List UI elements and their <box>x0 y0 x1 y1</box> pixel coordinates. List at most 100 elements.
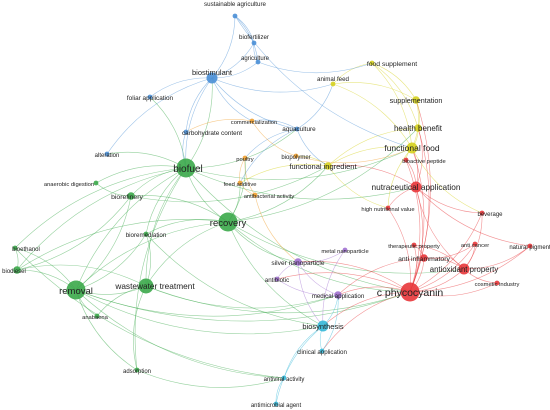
edge-health-benefit-functional-ingredient <box>327 127 419 167</box>
node-label-commercialization: commercialization <box>231 120 277 126</box>
node-wastewater-treatment[interactable] <box>138 278 154 294</box>
edge-supplementation-food-supplement <box>371 62 417 101</box>
node-natural-pigment[interactable] <box>527 243 533 249</box>
node-antioxidant-property[interactable] <box>458 263 470 275</box>
node-label-medical-application: medical application <box>312 293 365 300</box>
node-agriculture[interactable] <box>255 59 261 65</box>
node-bioremediation[interactable] <box>143 231 149 237</box>
edge-antioxidant-property-beverage <box>463 212 483 270</box>
node-label-anabaena: anabaena <box>82 315 109 321</box>
node-removal[interactable] <box>66 280 86 300</box>
node-label-anaerobic-digestion: anaerobic digestion <box>44 182 94 188</box>
node-sustainable-agriculture[interactable] <box>232 13 238 19</box>
node-label-antibiotic: antibiotic <box>265 277 289 284</box>
node-label-silver-nanoparticle: silver nanoparticle <box>271 260 324 267</box>
node-foliar-application[interactable] <box>147 94 153 100</box>
node-biosynthesis[interactable] <box>317 320 329 332</box>
node-carbohydrate-content[interactable] <box>183 129 189 135</box>
edge-wastewater-treatment-adsorption <box>133 285 147 371</box>
edge-adsorption-antiviral-activity <box>136 369 285 388</box>
edge-biofuel-foliar-application <box>149 96 187 169</box>
node-label-feed-additive: feed additive <box>224 182 257 188</box>
edge-recovery-antioxidant-property <box>227 221 465 274</box>
node-anaerobic-digestion[interactable] <box>93 180 99 186</box>
edge-c-phycocyanin-bioactive-peptide <box>405 159 421 293</box>
edge-recovery-biorefinery <box>130 195 229 223</box>
edge-recovery-wastewater-treatment <box>145 221 229 287</box>
edge-biofuel-adsorption <box>134 167 187 371</box>
node-anti-inflammatory[interactable] <box>420 254 428 262</box>
edge-aquaculture-poultry <box>244 128 298 159</box>
edge-functional-food-beverage <box>411 147 483 214</box>
node-health-benefit[interactable] <box>414 124 422 132</box>
edge-biodiesel-biorefinery <box>16 195 132 271</box>
edge-aquaculture-functional-ingredient <box>296 128 329 167</box>
edge-anti-inflammatory-medical-application <box>337 257 425 296</box>
node-label-biofertilizer: biofertilizer <box>239 34 269 41</box>
edge-biofuel-biodiesel <box>16 167 187 271</box>
node-animal-feed[interactable] <box>330 81 336 87</box>
node-clinical-application[interactable] <box>319 348 325 354</box>
node-label-removal: removal <box>59 286 93 297</box>
node-high-nutritional-value[interactable] <box>385 205 391 211</box>
node-label-biodiesel: biodiesel <box>2 269 26 275</box>
node-bioactive-peptide[interactable] <box>403 157 409 163</box>
node-metal-nanoparticle[interactable] <box>342 247 348 253</box>
node-antibiotic[interactable] <box>274 276 280 282</box>
node-medical-application[interactable] <box>334 291 342 299</box>
node-recovery[interactable] <box>218 212 238 232</box>
node-nutraceutical-application[interactable] <box>410 181 422 193</box>
edge-biofuel-nutraceutical-application <box>185 167 417 200</box>
node-antimicrobial-agent[interactable] <box>273 401 279 407</box>
node-label-clinical-application: clinical application <box>297 349 347 356</box>
node-label-aquaculture: aquaculture <box>282 126 316 133</box>
node-label-antibacterial-activity: antibacterial activity <box>244 194 295 200</box>
node-biostimulant[interactable] <box>206 72 218 84</box>
node-antibacterial-activity[interactable] <box>252 192 258 198</box>
node-poultry[interactable] <box>242 155 248 161</box>
node-functional-food[interactable] <box>406 142 418 154</box>
node-label-beverage: beverage <box>477 212 503 218</box>
node-aquaculture[interactable] <box>294 126 300 132</box>
edge-recovery-biosynthesis <box>227 221 324 327</box>
edge-c-phycocyanin-nutraceutical-application <box>409 186 423 293</box>
edge-removal-biorefinery <box>75 195 132 291</box>
edge-functional-food-food-supplement <box>371 62 413 149</box>
edge-nutraceutical-application-natural-pigment <box>415 186 531 247</box>
node-biofuel[interactable] <box>176 158 196 178</box>
node-anti-cancer[interactable] <box>472 241 478 247</box>
node-biofertilizer[interactable] <box>251 40 257 46</box>
node-alteration[interactable] <box>104 151 110 157</box>
node-c-phycocyanin[interactable] <box>400 282 420 302</box>
node-supplementation[interactable] <box>412 96 420 104</box>
edge-biosynthesis-antimicrobial-agent <box>275 325 324 405</box>
node-label-agriculture: agriculture <box>241 56 270 62</box>
edge-recovery-biodiesel <box>16 219 229 271</box>
edge-c-phycocyanin-silver-nanoparticle <box>297 261 411 293</box>
node-food-supplement[interactable] <box>369 60 375 66</box>
node-adsorption[interactable] <box>134 367 140 373</box>
node-commercialization[interactable] <box>249 118 255 124</box>
edge-agriculture-food-supplement <box>257 61 373 74</box>
node-label-health-benefit: health benefit <box>394 124 443 133</box>
node-therapeutic-property[interactable] <box>411 242 417 248</box>
node-cosmetic-industry[interactable] <box>494 280 500 286</box>
node-bioethanol[interactable] <box>12 245 18 251</box>
node-anabaena[interactable] <box>94 313 100 319</box>
node-silver-nanoparticle[interactable] <box>294 258 302 266</box>
node-biopolymer[interactable] <box>293 153 299 159</box>
node-label-biofuel: biofuel <box>173 164 202 175</box>
node-label-biosynthesis: biosynthesis <box>302 322 344 331</box>
node-functional-ingredient[interactable] <box>324 162 332 170</box>
edge-biofuel-c-phycocyanin <box>185 167 411 293</box>
node-label-cosmetic-industry: cosmetic industry <box>475 282 520 288</box>
node-antiviral-activity[interactable] <box>281 375 287 381</box>
edge-c-phycocyanin-clinical-application <box>321 291 411 352</box>
edge-health-benefit-food-supplement <box>371 62 419 129</box>
node-feed-additive[interactable] <box>237 180 243 186</box>
node-beverage[interactable] <box>479 210 485 216</box>
node-biorefinery[interactable] <box>127 192 135 200</box>
node-biodiesel[interactable] <box>13 266 21 274</box>
